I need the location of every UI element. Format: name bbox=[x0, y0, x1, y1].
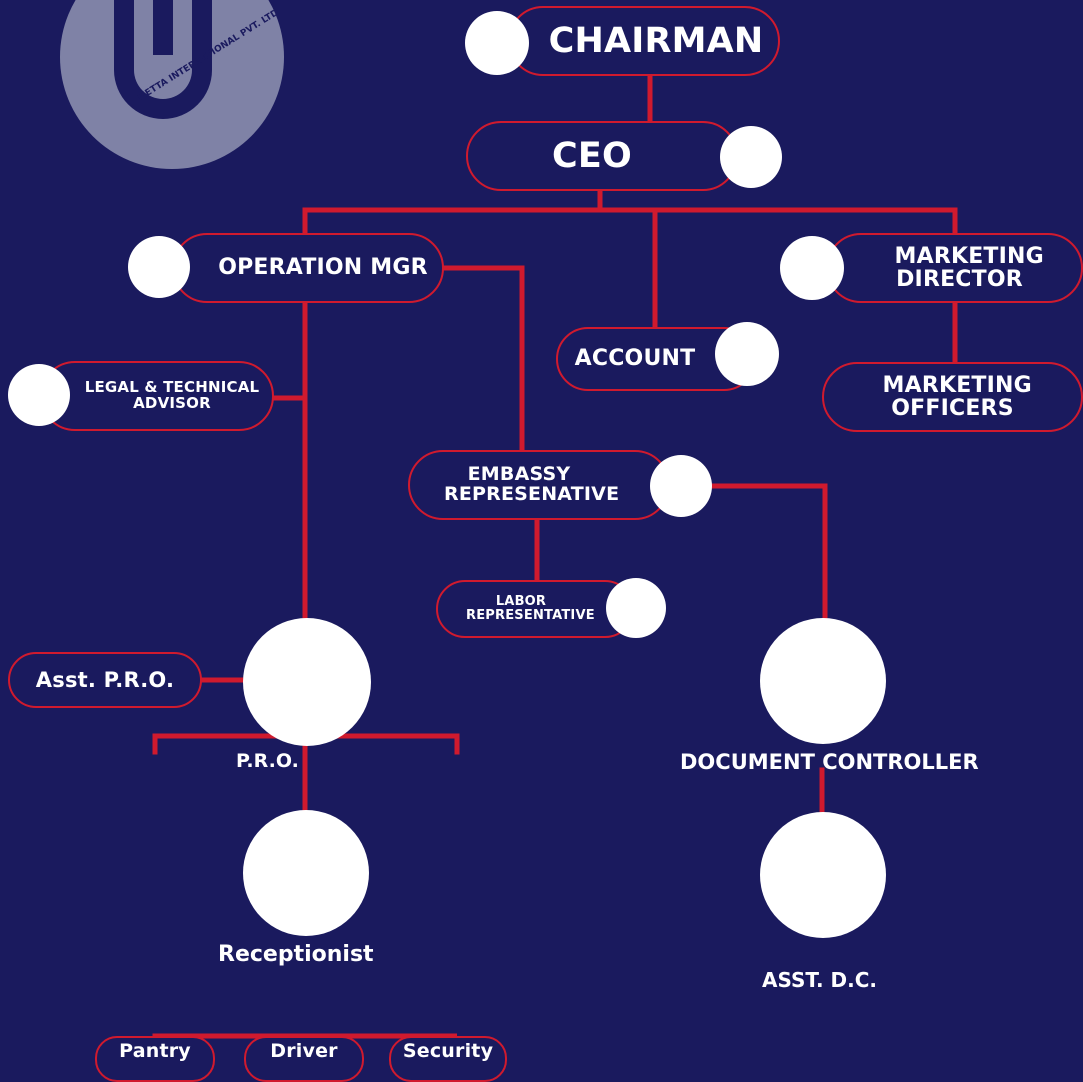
node-ceo: CEO bbox=[466, 121, 738, 191]
asst-pro-label: Asst. P.R.O. bbox=[35, 667, 175, 692]
labor-representative-label: LABOR REPRESENTATIVE bbox=[466, 594, 595, 623]
operation-mgr-label: OPERATION MGR bbox=[218, 255, 428, 281]
driver-label: Driver bbox=[270, 1040, 338, 1063]
document-controller-photo bbox=[760, 618, 886, 744]
node-security: Security bbox=[389, 1036, 507, 1082]
marketing-director-photo bbox=[780, 236, 844, 300]
account-label: ACCOUNT bbox=[574, 346, 696, 372]
chairman-photo bbox=[465, 11, 529, 75]
connector-embassy-dc bbox=[707, 483, 828, 623]
pro-label: P.R.O. bbox=[236, 750, 299, 772]
node-labor-representative: LABOR REPRESENTATIVE bbox=[436, 580, 634, 638]
document-controller-label: DOCUMENT CONTROLLER bbox=[680, 750, 979, 774]
legal-technical-advisor-label: LEGAL & TECHNICAL ADVISOR bbox=[84, 378, 260, 412]
labor-representative-photo bbox=[606, 578, 666, 638]
embassy-representative-photo bbox=[650, 455, 712, 517]
connector-opmgr-embassy bbox=[440, 265, 525, 453]
security-label: Security bbox=[402, 1040, 494, 1063]
logo-bar-shape bbox=[153, 0, 173, 55]
node-chairman: CHAIRMAN bbox=[508, 6, 780, 76]
receptionist-photo bbox=[243, 810, 369, 936]
embassy-representative-label: EMBASSY REPRESENATIVE bbox=[444, 463, 620, 505]
asst-dc-label: ASST. D.C. bbox=[762, 968, 878, 992]
marketing-director-label: MARKETING DIRECTOR bbox=[894, 243, 1044, 292]
receptionist-label: Receptionist bbox=[218, 942, 374, 967]
operation-mgr-photo bbox=[128, 236, 190, 298]
node-asst-pro: Asst. P.R.O. bbox=[8, 652, 202, 708]
node-marketing-director: MARKETING DIRECTOR bbox=[826, 233, 1083, 303]
node-embassy-representative: EMBASSY REPRESENATIVE bbox=[408, 450, 670, 520]
node-pantry: Pantry bbox=[95, 1036, 215, 1082]
ceo-photo bbox=[720, 126, 782, 188]
chairman-label: CHAIRMAN bbox=[548, 20, 764, 61]
pantry-label: Pantry bbox=[119, 1040, 191, 1063]
account-photo bbox=[715, 322, 779, 386]
marketing-officers-label: MARKETING OFFICERS bbox=[882, 372, 1032, 421]
node-driver: Driver bbox=[244, 1036, 364, 1082]
legal-technical-advisor-photo bbox=[8, 364, 70, 426]
node-operation-mgr: OPERATION MGR bbox=[172, 233, 444, 303]
asst-dc-photo bbox=[760, 812, 886, 938]
pro-photo bbox=[243, 618, 371, 746]
node-marketing-officers: MARKETING OFFICERS bbox=[822, 362, 1083, 432]
node-legal-technical-advisor: LEGAL & TECHNICAL ADVISOR bbox=[40, 361, 274, 431]
ceo-label: CEO bbox=[552, 135, 632, 176]
